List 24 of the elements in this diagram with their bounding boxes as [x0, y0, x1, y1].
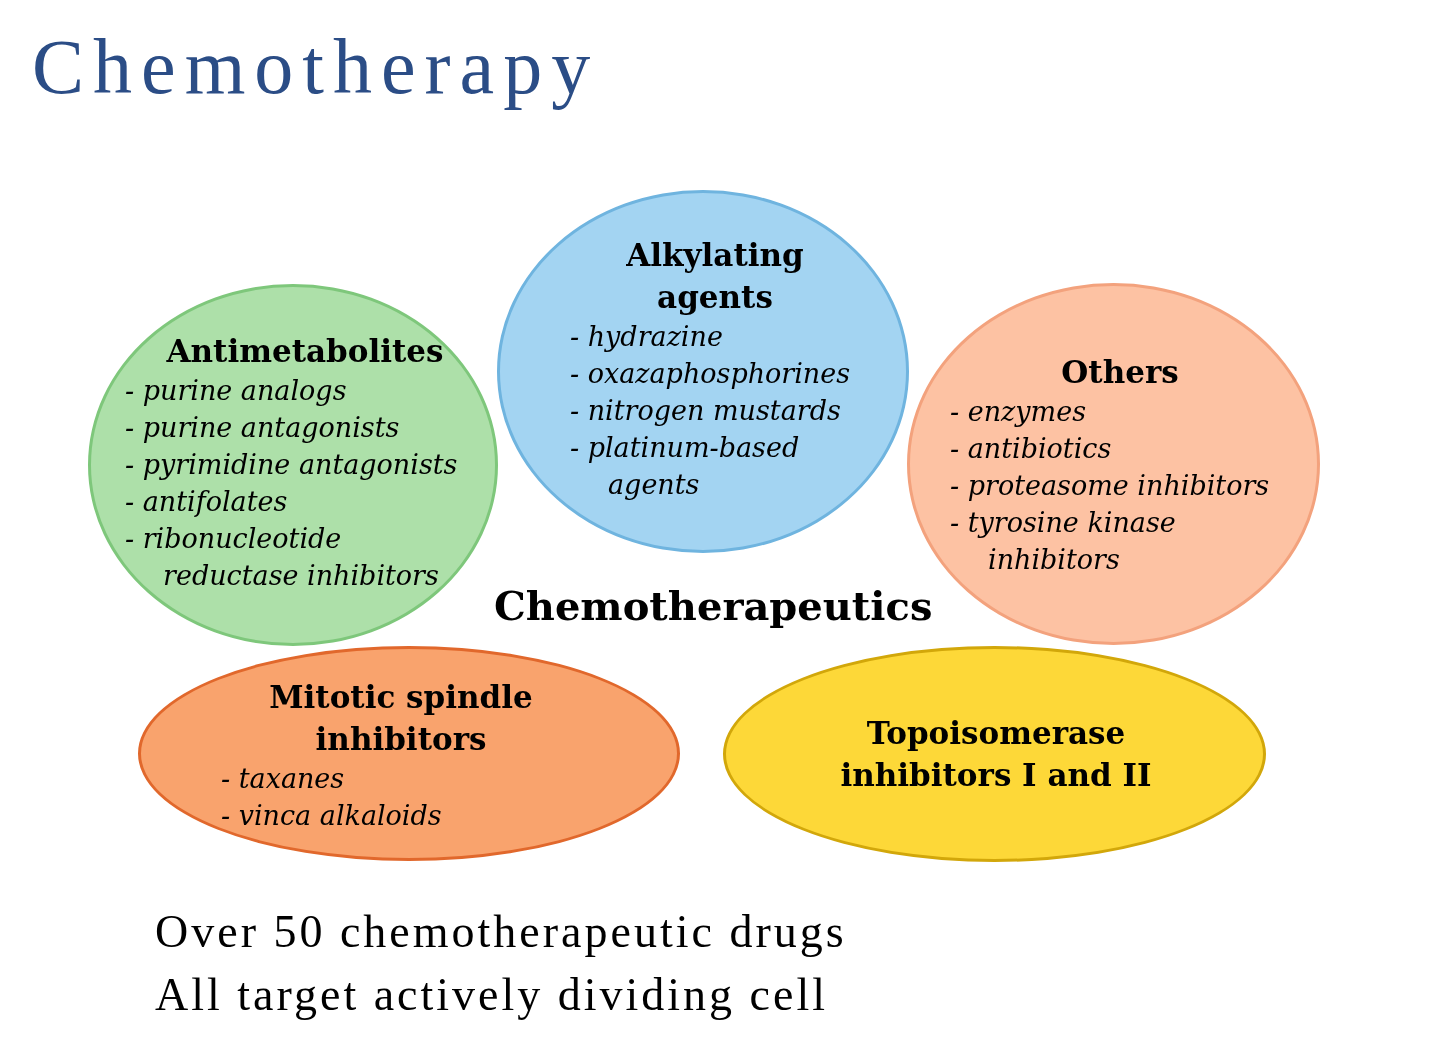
list-item: - ribonucleotide reductase inhibitors	[125, 521, 440, 593]
category-heading: Antimetabolites	[165, 332, 445, 371]
list-item: - purine antagonists	[125, 410, 401, 445]
list-item: - hydrazine	[570, 319, 724, 354]
list-item: - nitrogen mustards	[570, 393, 842, 428]
category-heading: Topoisomerase inhibitors I and II	[839, 714, 1153, 795]
category-heading: Alkylating agents	[625, 236, 805, 317]
list-item: - proteasome inhibitors	[950, 468, 1271, 503]
center-label: Chemotherapeutics	[494, 582, 933, 629]
list-item: - pyrimidine antagonists	[125, 447, 459, 482]
list-item: - tyrosine kinase inhibitors	[950, 505, 1177, 577]
category-heading: Others	[1060, 353, 1180, 392]
list-item: - vinca alkaloids	[221, 798, 443, 833]
list-item: - antibiotics	[950, 431, 1113, 466]
note-text: Over 50 chemotherapeutic drugs	[155, 905, 847, 958]
category-heading: Mitotic spindle inhibitors	[268, 678, 534, 759]
list-item: - platinum-based agents	[570, 430, 801, 502]
note-text: All target actively dividing cell	[155, 968, 828, 1021]
list-item: - antifolates	[125, 484, 289, 519]
list-item: - taxanes	[221, 761, 346, 796]
list-item: - purine analogs	[125, 373, 348, 408]
list-item: - oxazaphosphorines	[570, 356, 852, 391]
list-item: - enzymes	[950, 394, 1087, 429]
slide-title: Chemotherapy	[32, 22, 600, 112]
